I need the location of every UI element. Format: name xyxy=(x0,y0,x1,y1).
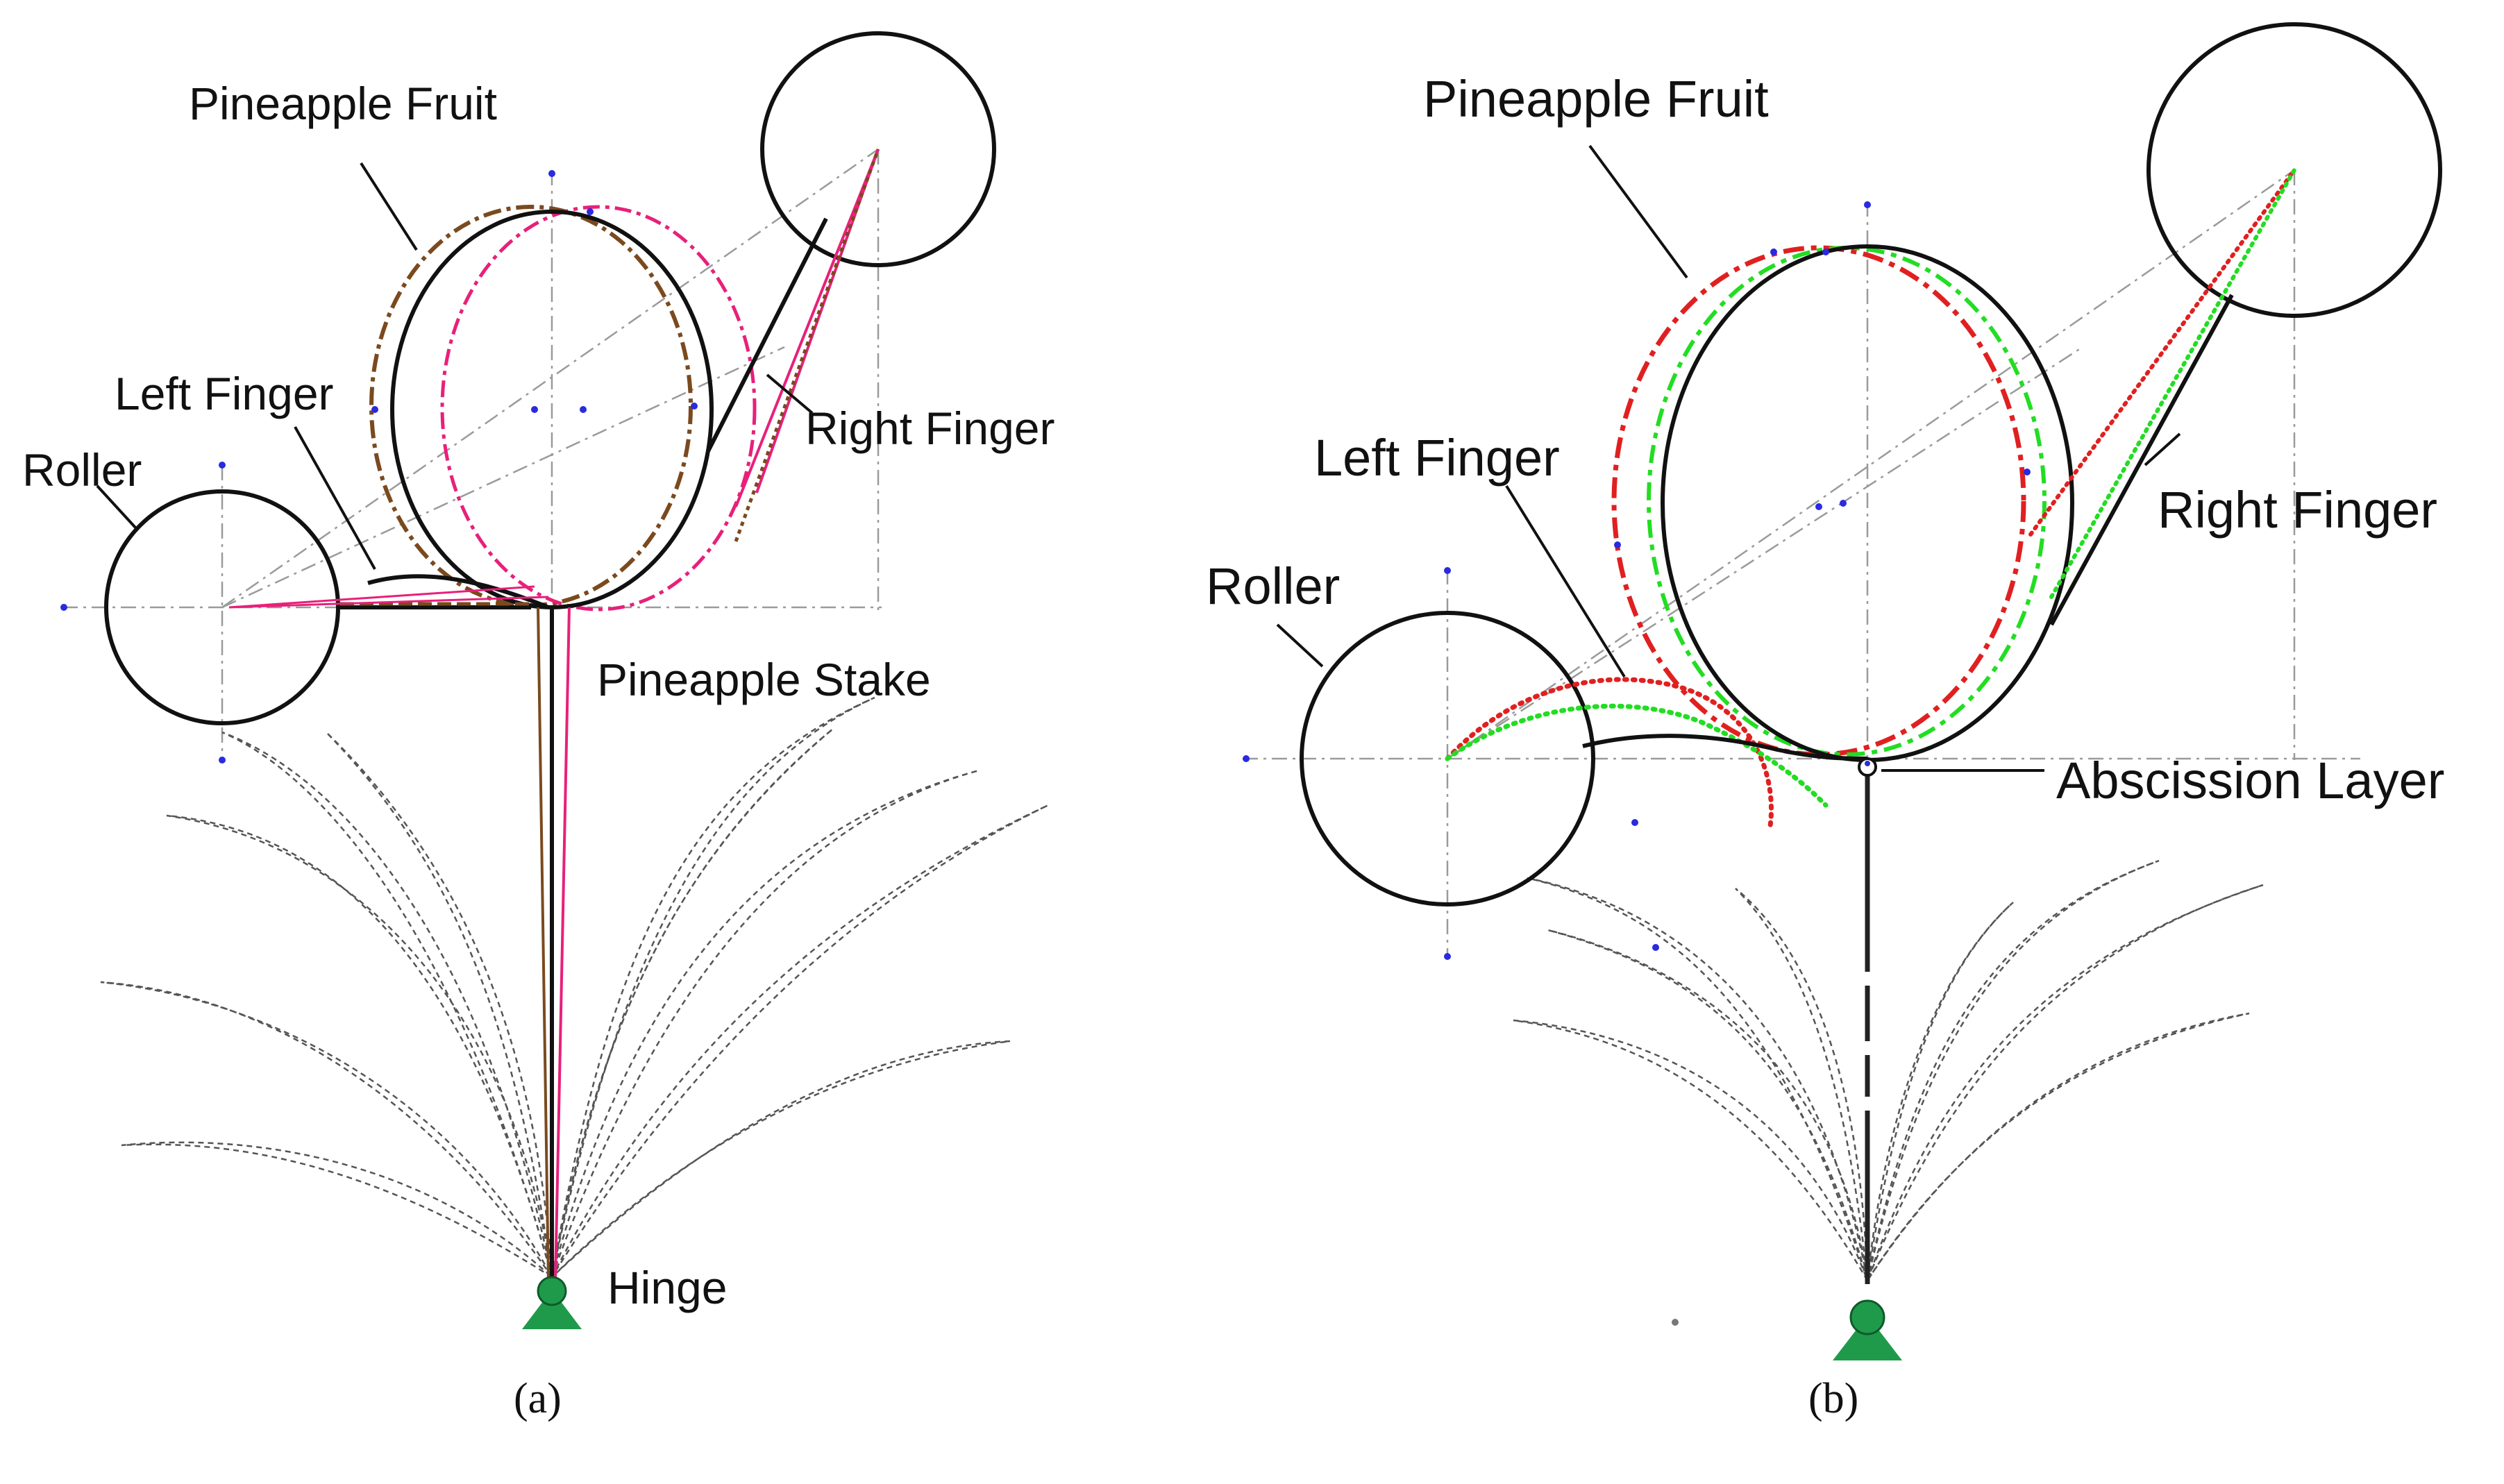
construction-points-b xyxy=(1243,201,2031,960)
label-pineapple-fruit-b: Pineapple Fruit xyxy=(1423,70,1769,128)
fruit-variant-green-b xyxy=(1647,246,2047,757)
panel-a: Pineapple Fruit Left Finger Roller Right… xyxy=(22,31,1055,1422)
abscission-layer-point xyxy=(1858,757,1877,777)
panel-b: Pineapple Fruit Left Finger Roller Right… xyxy=(1206,22,2444,1422)
hinge-b xyxy=(1833,1299,1902,1360)
label-hinge-a: Hinge xyxy=(607,1262,727,1313)
label-right-finger-b: Right Finger xyxy=(2158,481,2437,539)
label-pineapple-stake-a: Pineapple Stake xyxy=(597,654,931,705)
right-finger-variant-red-b xyxy=(2028,168,2296,537)
roller-a xyxy=(104,489,340,725)
right-roller-a xyxy=(760,31,996,267)
left-finger-variant-green-b xyxy=(1445,703,1829,808)
pineapple-leaves-a xyxy=(100,696,1049,1279)
label-left-finger-a: Left Finger xyxy=(115,368,334,419)
right-finger-variant-brown-a xyxy=(734,149,880,542)
right-finger-a xyxy=(706,217,828,453)
left-finger-variant-red-b xyxy=(1445,677,1774,829)
caption-b: (b) xyxy=(1808,1375,1858,1422)
label-roller-b: Roller xyxy=(1206,557,1340,615)
pineapple-leaves-b xyxy=(1513,859,2264,1281)
right-finger-variant-green-b xyxy=(2049,168,2296,599)
label-abscission-layer-b: Abscission Layer xyxy=(2056,752,2444,809)
label-pineapple-fruit-a: Pineapple Fruit xyxy=(189,78,497,129)
leader-lines-a xyxy=(96,162,814,570)
label-left-finger-b: Left Finger xyxy=(1314,429,1560,487)
right-finger-b xyxy=(2049,294,2234,626)
label-right-finger-a: Right Finger xyxy=(805,403,1055,454)
stake-variant-brown-a xyxy=(537,607,550,1281)
roller-b xyxy=(1300,611,1595,907)
fruit-variant-brown-a xyxy=(369,205,693,607)
fruit-variant-pink-a xyxy=(440,205,757,612)
construction-axes-b xyxy=(1243,169,2360,958)
label-roller-a: Roller xyxy=(22,444,142,496)
left-finger-b xyxy=(1582,734,1868,761)
left-finger-variant-pink-a xyxy=(228,585,549,609)
stake-variant-pink-a xyxy=(554,607,571,1281)
leader-lines-b xyxy=(1276,144,2181,772)
construction-points-a xyxy=(60,170,698,764)
caption-a: (a) xyxy=(514,1375,562,1422)
stray-point-b xyxy=(1672,1319,1679,1326)
right-roller-b xyxy=(2146,22,2442,318)
left-finger-a xyxy=(340,574,550,609)
fruit-variant-red-b xyxy=(1611,245,2026,757)
hinge-a xyxy=(522,1276,582,1329)
